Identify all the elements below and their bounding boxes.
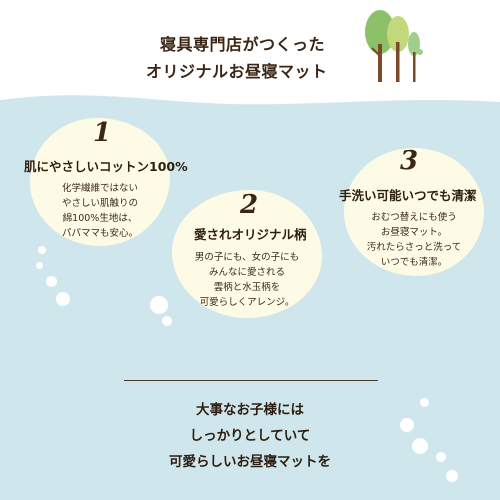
- tree-cluster-icon: [365, 10, 423, 82]
- feature-1-heading: 肌にやさしいコットン100%: [24, 159, 188, 174]
- tree-crown-small: [408, 32, 420, 56]
- bubble: [36, 262, 43, 269]
- feature-1-blob: [30, 118, 170, 246]
- bubble: [46, 276, 57, 287]
- bottom-line-3: 可愛らしいお昼寝マットを: [169, 454, 331, 470]
- bubble: [150, 296, 168, 314]
- feature-3-body: おむつ替えにも使う お昼寝マット。 汚れたらさっと洗って いつでも清潔。: [354, 210, 474, 270]
- feature-1-line-4: パパママも安心。: [61, 228, 138, 239]
- bubble: [420, 398, 429, 407]
- bubble: [400, 418, 414, 432]
- feature-1-number: 1: [93, 118, 112, 148]
- bubble: [56, 292, 70, 306]
- tree-crown-large: [365, 10, 395, 54]
- feature-3-number: 3: [400, 146, 419, 176]
- bottom-line-2: しっかりとしていて: [189, 428, 311, 444]
- divider-line: [124, 380, 378, 381]
- feature-1-line-1: 化学繊維ではない: [61, 183, 138, 194]
- feature-2-blob: [172, 190, 322, 318]
- title-line-2: オリジナルお昼寝マット: [146, 62, 328, 81]
- bubble: [446, 470, 458, 482]
- title-line-1: 寝具専門店がつくった: [160, 35, 326, 54]
- feature-2-heading: 愛されオリジナル柄: [194, 227, 307, 242]
- feature-2-line-3: 雲柄と水玉柄を: [213, 282, 281, 293]
- feature-2-number: 2: [240, 190, 259, 220]
- tree-trunk-small: [413, 52, 416, 82]
- feature-3-line-2: お昼寝マット。: [380, 227, 448, 238]
- feature-3-blob: [344, 148, 484, 276]
- bubble: [38, 246, 46, 254]
- tree-trunk-large: [378, 44, 382, 82]
- feature-3-heading: 手洗い可能いつでも清潔: [339, 188, 477, 203]
- feature-3-line-3: 汚れたらさっと洗って: [366, 242, 462, 253]
- feature-3-line-4: いつでも清潔。: [380, 257, 448, 268]
- feature-1-line-3: 綿100%生地は、: [62, 213, 138, 224]
- bubble: [162, 316, 172, 326]
- tree-trunk-medium: [396, 42, 400, 82]
- feature-1-body: 化学繊維ではない やさしい肌触りの 綿100%生地は、 パパママも安心。: [40, 181, 160, 241]
- bottom-line-1: 大事なお子様には: [196, 402, 304, 418]
- feature-2-body: 男の子にも、女の子にも みんなに愛される 雲柄と水玉柄を 可愛らしくアレンジ。: [182, 250, 312, 310]
- feature-1-line-2: やさしい肌触りの: [61, 198, 138, 209]
- feature-2-line-2: みんなに愛される: [208, 267, 285, 278]
- tree-crown-medium: [387, 16, 409, 52]
- feature-3-line-1: おむつ替えにも使う: [371, 212, 457, 223]
- header-area: 寝具専門店がつくった オリジナルお昼寝マット: [0, 0, 500, 110]
- feature-2-line-1: 男の子にも、女の子にも: [194, 252, 300, 263]
- feature-2-line-4: 可愛らしくアレンジ。: [199, 297, 295, 308]
- bubble: [436, 452, 446, 462]
- bubble: [412, 438, 428, 454]
